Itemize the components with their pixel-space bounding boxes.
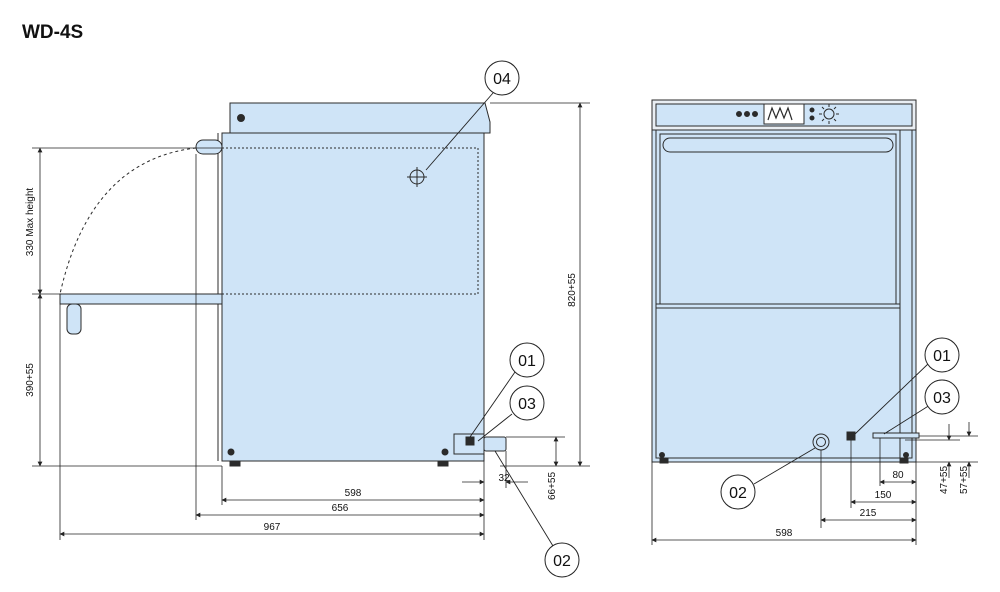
dim-side-depth-open: 967 <box>264 522 281 533</box>
dim-front-47: 47+55 <box>939 466 950 495</box>
dim-max-height: 330 Max height <box>25 188 36 257</box>
front-door-handle <box>662 137 894 153</box>
callout-label: 01 <box>933 348 951 365</box>
side-callout-01: 01 <box>509 342 545 378</box>
control-button-3 <box>752 111 758 117</box>
front-callout-01: 01 <box>924 337 960 373</box>
side-top-cap <box>229 102 491 134</box>
front-hose <box>872 432 920 439</box>
side-inlet-square <box>465 436 475 446</box>
side-open-handle <box>66 303 82 335</box>
side-open-door <box>59 293 223 305</box>
model-title: WD-4S <box>22 22 84 43</box>
callout-label: 03 <box>933 390 951 407</box>
dim-front-57: 57+55 <box>959 466 970 495</box>
dim-front-215: 215 <box>860 508 877 519</box>
side-callout-leaders <box>425 92 554 547</box>
callout-label: 04 <box>493 71 511 88</box>
side-door-arc <box>59 147 197 295</box>
side-body <box>221 132 485 462</box>
side-basket-outline <box>221 147 479 295</box>
front-callout-03: 03 <box>924 379 960 415</box>
side-callout-03: 03 <box>509 385 545 421</box>
side-dimensions <box>32 102 590 540</box>
front-dimensions <box>651 422 978 545</box>
front-door <box>659 133 897 305</box>
brand-logo-icon <box>767 106 793 121</box>
side-handle-top <box>195 139 223 155</box>
dim-side-depth: 598 <box>345 488 362 499</box>
side-callout-04: 04 <box>484 60 520 96</box>
dim-side-offset: 32 <box>498 473 510 484</box>
front-inlet-square <box>846 431 856 441</box>
side-view <box>59 102 507 467</box>
callout-label: 03 <box>518 396 536 413</box>
control-button-1 <box>736 111 742 117</box>
front-callout-02: 02 <box>720 474 756 510</box>
dim-lower-height: 390+55 <box>25 363 36 397</box>
sun-dial-icon <box>819 104 839 124</box>
front-view <box>651 99 920 464</box>
dim-front-150: 150 <box>875 490 892 501</box>
dim-total-height: 820+55 <box>567 273 578 307</box>
dim-front-width: 598 <box>776 528 793 539</box>
dim-front-80: 80 <box>892 470 904 481</box>
front-drain-outlet <box>812 433 830 451</box>
front-callout-leaders <box>753 362 931 485</box>
dim-side-depth-outlet: 656 <box>332 503 349 514</box>
dim-outlet-height: 66+55 <box>547 472 558 501</box>
callout-label: 02 <box>553 553 571 570</box>
control-button-2 <box>744 111 750 117</box>
callout-label: 01 <box>518 353 536 370</box>
callout-label: 02 <box>729 485 747 502</box>
side-drain-hose <box>483 436 507 452</box>
side-callout-02: 02 <box>544 542 580 578</box>
control-display <box>763 103 805 125</box>
